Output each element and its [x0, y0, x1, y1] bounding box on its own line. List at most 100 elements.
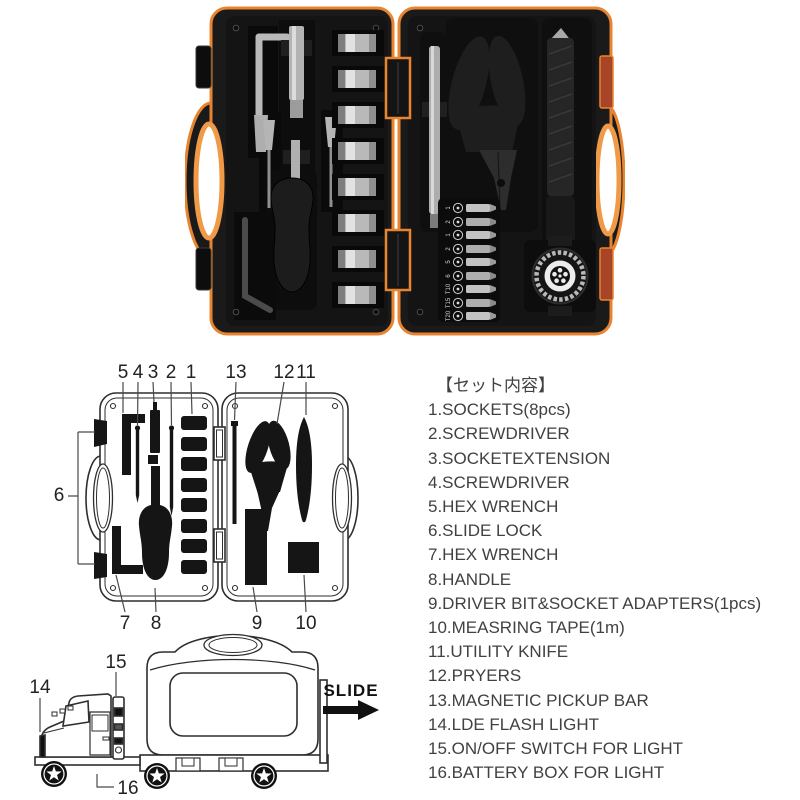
list-item: 2.SCREWDRIVER — [428, 424, 570, 444]
list-item: 11.UTILITY KNIFE — [428, 642, 569, 662]
left-latch-bottom — [195, 247, 212, 291]
list-item: 6.SLIDE LOCK — [428, 521, 543, 541]
list-item: 7.HEX WRENCH — [428, 545, 559, 565]
bit-row: T15 — [446, 297, 496, 308]
right-latch-bottom — [599, 247, 614, 301]
bit-size-label: 5 — [446, 260, 452, 264]
bit-size-label: 2 — [446, 247, 452, 251]
bit-size-label: 1 — [446, 233, 452, 237]
bit-row: 6 — [446, 270, 496, 282]
diagram-driver-small-right — [168, 425, 175, 516]
utility-knife — [546, 28, 575, 244]
truck-leader-lines — [39, 672, 117, 788]
front-led-light — [39, 734, 46, 758]
bit-size-label: 6 — [446, 274, 452, 278]
bit-row: 2 — [446, 216, 496, 228]
truck-case — [146, 633, 319, 756]
screwdriver — [270, 140, 314, 293]
diagram-label-10: 10 — [295, 613, 316, 634]
right-handle-hole — [594, 123, 622, 237]
bit-size-label: T15 — [446, 297, 452, 308]
socket — [332, 282, 384, 308]
diagram-label-7: 7 — [120, 613, 131, 634]
diagram-latch-bottom — [94, 552, 107, 579]
driver-bits-panel: 1 2 1 2 — [438, 198, 500, 322]
bit-row: 5 — [446, 256, 496, 268]
bit-row: T20 — [446, 310, 496, 321]
list-item: 3.SOCKETEXTENSION — [428, 448, 611, 468]
tool-case-photo: 1 2 1 2 — [185, 6, 625, 336]
bit-row: 2 — [446, 243, 496, 255]
diagram-hex-wrench-top — [122, 414, 145, 475]
case-hinges — [384, 56, 412, 292]
slide-arrow-icon — [323, 700, 379, 720]
right-latch-top — [599, 55, 614, 109]
list-item: 5.HEX WRENCH — [428, 497, 559, 517]
diagram-label-2: 2 — [166, 362, 177, 383]
diagram-screwdriver — [138, 455, 173, 580]
truck-cab — [34, 693, 141, 766]
measuring-tape — [524, 236, 596, 316]
socket — [332, 246, 384, 272]
socket — [332, 138, 384, 164]
bit-row: T10 — [446, 283, 496, 294]
diagram-label-1: 1 — [186, 362, 197, 383]
precision-driver-left — [263, 120, 275, 208]
contents-list: 【セット内容】 1.SOCKETS(8pcs) 2.SCREWDRIVER 3.… — [428, 374, 772, 785]
list-item: 8.HANDLE — [428, 569, 512, 589]
diagram-label-9: 9 — [252, 613, 263, 634]
socket — [332, 102, 384, 128]
bit-size-label: T20 — [446, 310, 452, 321]
socket — [332, 66, 384, 92]
list-item: 15.ON/OFF SWITCH FOR LIGHT — [428, 739, 684, 759]
list-item: 4.SCREWDRIVER — [428, 472, 570, 492]
diagram-label-4: 4 — [133, 362, 144, 383]
trailer-bed — [139, 679, 329, 772]
diagram-label-3: 3 — [148, 362, 159, 383]
list-item: 10.MEASRING TAPE(1m) — [428, 618, 625, 638]
diagram-tape-block — [288, 542, 319, 573]
pliers — [448, 35, 526, 210]
socket — [332, 210, 384, 236]
diagram-label-6: 6 — [54, 485, 65, 506]
diagram-sockets — [181, 416, 207, 574]
list-item: 9.DRIVER BIT&SOCKET ADAPTERS(1pcs) — [428, 593, 762, 613]
diagram-tools — [94, 402, 319, 585]
socket — [332, 30, 384, 56]
case-left-shell — [185, 6, 395, 336]
diagram-latch-top — [94, 419, 107, 447]
bit-size-label: T10 — [446, 283, 452, 294]
list-item: 12.PRYERS — [428, 666, 522, 686]
bit-size-label: 1 — [446, 206, 452, 210]
diagram-socket-extension — [150, 402, 160, 453]
contents-heading: 【セット内容】 — [436, 376, 555, 395]
sockets-group — [332, 30, 384, 308]
diagram-label-12: 12 — [273, 362, 294, 383]
left-latch-top — [195, 45, 212, 89]
truck-illustration: 14 15 16 SLIDE — [29, 633, 379, 799]
truck-label-15: 15 — [105, 652, 126, 673]
bit-size-label: 2 — [446, 220, 452, 224]
left-handle-hole — [193, 121, 225, 241]
driver-bar — [422, 46, 447, 228]
socket — [332, 174, 384, 200]
leader-lines — [68, 381, 307, 613]
case-right-shell: 1 2 1 2 — [397, 6, 625, 336]
slide-label: SLIDE — [323, 681, 378, 700]
case-diagram: 5 4 3 2 1 13 12 11 6 7 8 9 10 — [54, 362, 359, 634]
bit-row: 1 — [446, 202, 496, 214]
truck-label-14: 14 — [29, 677, 51, 698]
diagram-label-13: 13 — [225, 362, 246, 383]
diagram-pliers — [245, 420, 291, 531]
bit-row: 1 — [446, 229, 496, 241]
diagram-hex-wrench-bottom — [112, 526, 143, 574]
hex-wrench-bottom — [242, 217, 273, 313]
list-item: 14.LDE FLASH LIGHT — [428, 714, 600, 734]
diagram-utility-knife — [296, 417, 312, 523]
diagram-label-5: 5 — [118, 362, 129, 383]
diagram-label-8: 8 — [151, 613, 162, 634]
diagram-driver-small-left — [134, 425, 141, 503]
diagram-bits-block — [245, 509, 267, 585]
truck-label-16: 16 — [117, 778, 138, 799]
